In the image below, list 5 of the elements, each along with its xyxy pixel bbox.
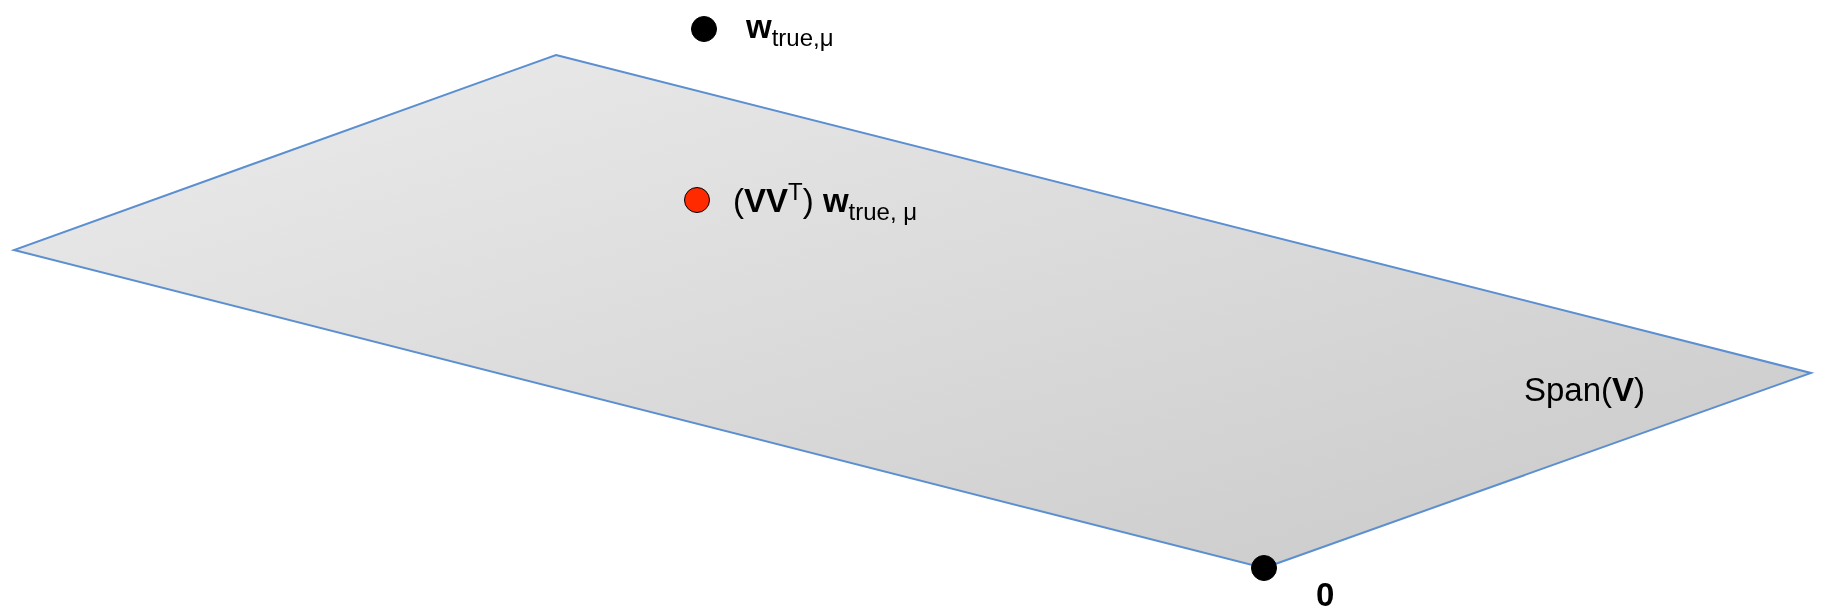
point-label: 0 [1316, 578, 1335, 611]
point-label: (VV$^{T}$) w$_{true, μ}$ [733, 180, 918, 224]
plane-label: Span(V) [1524, 373, 1646, 406]
point-label: w$_{true,μ}$ [746, 10, 834, 50]
point-marker [691, 16, 717, 42]
